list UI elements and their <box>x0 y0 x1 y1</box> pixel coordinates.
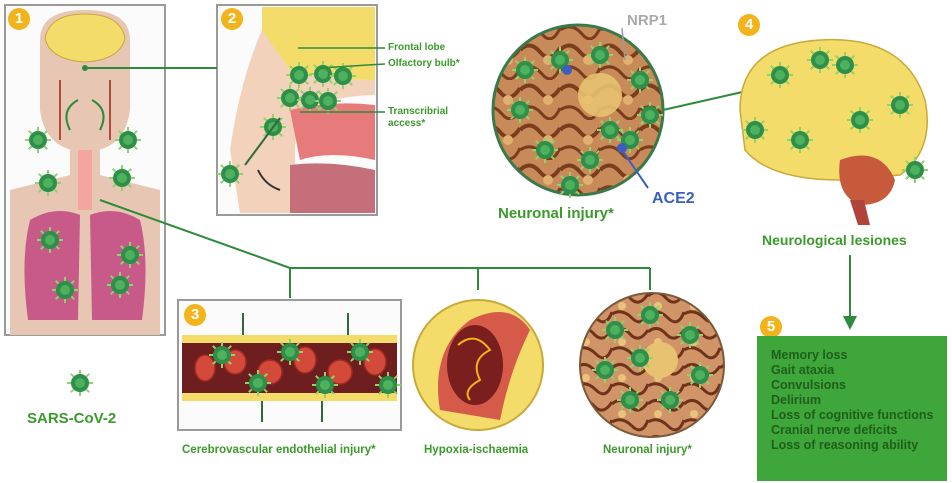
sars-cov-2-label: SARS-CoV-2 <box>27 410 116 427</box>
frontal-lobe-label: Frontal lobe <box>388 42 445 53</box>
step-5-badge: 5 <box>760 316 782 338</box>
symptom-item: Delirium <box>771 393 947 408</box>
ace2-label: ACE2 <box>652 190 695 208</box>
cerebrovascular-label: Cerebrovascular endothelial injury* <box>182 444 376 456</box>
symptom-item: Loss of reasoning ability <box>771 438 947 453</box>
access-label: access* <box>388 118 425 129</box>
brain-illustration <box>740 40 927 225</box>
neuronal-injury-bottom-label: Neuronal injury* <box>603 444 692 456</box>
symptom-item: Convulsions <box>771 378 947 393</box>
step-1-badge: 1 <box>8 8 30 30</box>
nrp1-label: NRP1 <box>627 12 667 29</box>
symptom-item: Memory loss <box>771 348 947 363</box>
neuronal-injury-top-label: Neuronal injury* <box>498 205 614 222</box>
olfactory-bulb-label: Olfactory bulb* <box>388 58 460 69</box>
symptoms-box: Memory loss Gait ataxia Convulsions Deli… <box>757 336 947 481</box>
symptom-item: Cranial nerve deficits <box>771 423 947 438</box>
neurological-lesions-label: Neurological lesiones <box>762 232 907 248</box>
step-3-badge: 3 <box>184 304 206 326</box>
hypoxia-label: Hypoxia-ischaemia <box>424 444 528 456</box>
symptom-item: Gait ataxia <box>771 363 947 378</box>
symptom-item: Loss of cognitive functions <box>771 408 947 423</box>
step-4-badge: 4 <box>738 14 760 36</box>
step-2-badge: 2 <box>221 8 243 30</box>
transcribrial-label: Transcribrial <box>388 106 448 117</box>
